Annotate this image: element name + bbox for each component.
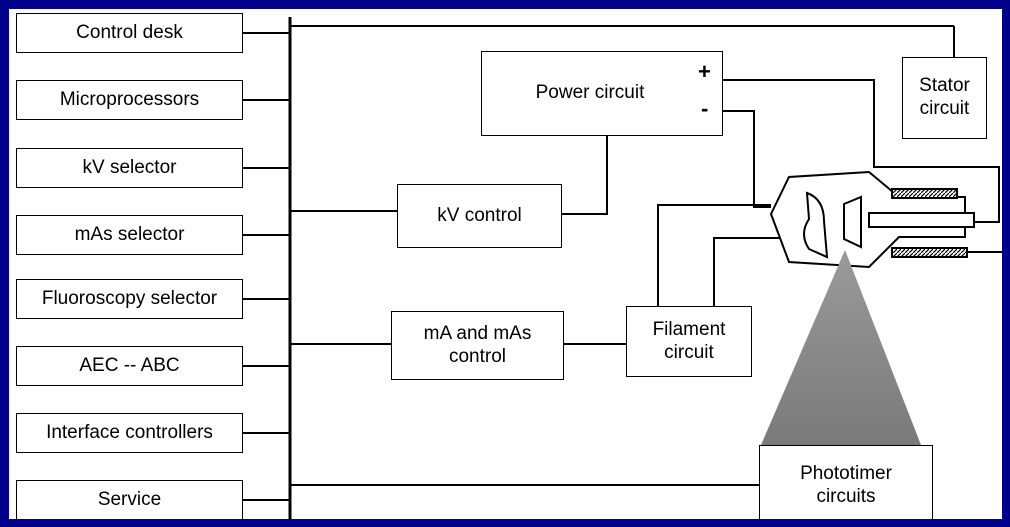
stator-circuit-box: Stator circuit	[902, 57, 987, 139]
wiring-diagram	[243, 17, 1002, 519]
ma-mas-control-box: mA and mAs control	[391, 311, 564, 380]
xray-beam-icon	[761, 250, 921, 445]
xray-tube-icon	[769, 170, 975, 269]
plus-terminal: +	[698, 59, 711, 84]
mas-selector-box: mAs selector	[16, 215, 243, 255]
filament-circuit-box: Filament circuit	[626, 306, 752, 377]
power-circuit-box: Power circuit	[481, 51, 723, 136]
aec-abc-box: AEC -- ABC	[16, 346, 243, 386]
diagram-panel: Control desk Microprocessors kV selector…	[9, 9, 1002, 519]
minus-terminal: -	[701, 96, 709, 121]
phototimer-circuits-box: Phototimer circuits	[759, 445, 933, 519]
kv-selector-box: kV selector	[16, 148, 243, 188]
power-circuit-label: Power circuit	[535, 82, 645, 104]
service-box: Service	[16, 480, 243, 519]
microprocessors-box: Microprocessors	[16, 80, 243, 120]
kv-control-box: kV control	[397, 184, 562, 248]
control-desk-box: Control desk	[16, 13, 243, 53]
interface-controllers-box: Interface controllers	[16, 413, 243, 453]
fluoroscopy-selector-box: Fluoroscopy selector	[16, 279, 243, 319]
